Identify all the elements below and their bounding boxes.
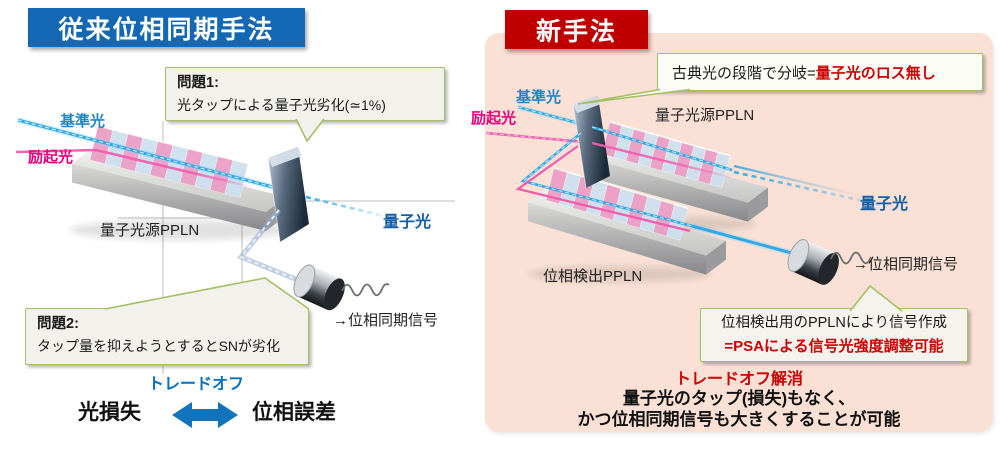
signal-wave-icon-right [830,251,872,265]
branch-callout-highlight: 量子光のロス無し [815,64,936,82]
problem1-title: 問題1: [177,75,219,91]
left-method-title: 従来位相同期手法 [28,8,305,47]
left-output-beams [236,195,397,288]
right-method-title: 新手法 [505,10,648,49]
summary-line3: かつ位相同期信号も大きくすることが可能 [577,409,901,429]
problem2-callout: 問題2: タップ量を抑えようとするとSNが劣化 [25,308,309,365]
optical-loss-term: 光損失 [78,401,141,424]
sync-signal-label-right: →位相同期信号 [853,256,959,273]
reference-light-label-left: 基準光 [60,113,106,130]
tradeoff-label: トレードオフ [148,376,245,393]
ppln-label-left: 量子光源PPLN [100,222,200,239]
branch-callout: 古典光の段階で分岐=量子光のロス無し [657,53,983,91]
problem2-tail [104,277,310,310]
left-beams [15,117,285,193]
branch-callout-plain: 古典光の段階で分岐= [672,64,816,82]
beam-splitter-left [267,147,309,243]
beam-splitter-right [572,96,610,189]
signal-wave-icon-left [341,283,390,297]
pump-light-label-left: 励起光 [28,149,74,166]
source-ppln-label: 量子光源PPLN [655,107,755,124]
psa-callout-line1: 位相検出用のPPLNにより信号作成 [720,315,948,332]
problem2-body: タップ量を抑えようとするとSNが劣化 [37,337,281,354]
right-split-beams [515,125,909,258]
detector-icon-right [787,239,839,285]
tradeoff-resolved-label: トレードオフ解消 [674,371,803,388]
psa-callout: 位相検出用のPPLNにより信号作成 =PSAによる信号光強度調整可能 [700,308,968,362]
pump-light-label-right: 励起光 [471,110,517,127]
ppln-device-source [584,121,768,222]
reference-light-label-right: 基準光 [516,89,562,106]
branch-callout-tail [577,88,691,105]
problem1-tail [295,118,325,143]
problem2-title: 問題2: [37,316,79,332]
detector-icon-left [293,264,345,311]
sync-signal-label-left: →位相同期信号 [333,312,439,329]
summary-line2: 量子光のタップ(損失)もなく、 [622,389,856,408]
summary-block: トレードオフ解消 量子光のタップ(損失)もなく、 かつ位相同期信号も大きくするこ… [485,365,993,430]
quantum-light-label-left: 量子光 [383,214,432,231]
phase-error-term: 位相誤差 [252,401,336,424]
psa-callout-tail [849,284,903,312]
double-arrow-icon [172,402,238,428]
detect-ppln-label: 位相検出PPLN [543,268,643,285]
problem1-body: 光タップによる量子光劣化(≃1%) [177,96,386,113]
problem1-callout: 問題1: 光タップによる量子光劣化(≃1%) [165,67,445,121]
psa-callout-line2: =PSAによる信号光強度調整可能 [724,337,944,355]
quantum-light-label-right: 量子光 [860,196,909,213]
